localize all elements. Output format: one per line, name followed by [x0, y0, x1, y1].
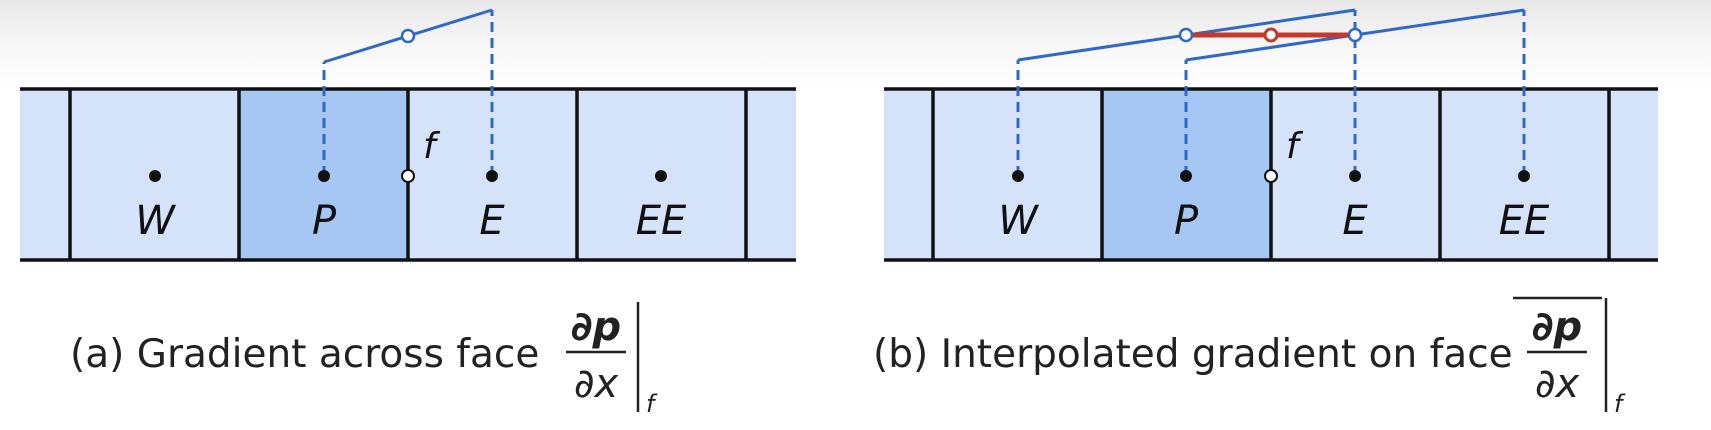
panel-b-gradient-marker-e: [1347, 27, 1363, 43]
math-b-subscript: f: [1614, 390, 1626, 418]
math-a-numerator: ∂p: [571, 304, 621, 350]
panel-a-midpoint-marker: [400, 28, 416, 44]
face-marker: [401, 169, 415, 183]
math-a-denominator: ∂x: [574, 361, 619, 407]
cell-label-w: W: [135, 198, 176, 244]
panel-a-profile: [322, 8, 494, 176]
panel-b-labels: W P E EE f: [998, 126, 1550, 244]
panel-a-cell-left-partial: [20, 88, 70, 260]
panel-b-interpolated-marker: [1263, 27, 1279, 43]
node-dot-w: [149, 170, 161, 182]
panel-b-profile: [1016, 8, 1526, 176]
cell-label-e: E: [1342, 198, 1368, 244]
panel-b-gradient-marker-p: [1178, 27, 1194, 43]
panel-b-cell-right-partial: [1609, 88, 1658, 260]
math-b-denominator: ∂x: [1535, 361, 1580, 407]
caption-a: (a) Gradient across face: [70, 332, 539, 377]
node-dot-w: [1012, 170, 1024, 182]
node-dot-e: [1349, 170, 1361, 182]
node-dot-e: [486, 170, 498, 182]
caption-b: (b) Interpolated gradient on face: [873, 332, 1513, 377]
panel-b-cell-left-partial: [884, 88, 933, 260]
panel-a: W P E EE f (a) Gradient across face ∂p ∂…: [20, 8, 796, 418]
panel-a-labels: W P E EE f: [135, 126, 687, 244]
cell-label-w: W: [998, 198, 1039, 244]
cell-label-p: P: [312, 198, 337, 244]
panel-b-caption: (b) Interpolated gradient on face ∂p ∂x …: [873, 296, 1626, 418]
panel-a-cell-right-partial: [746, 88, 796, 260]
math-b-numerator: ∂p: [1532, 304, 1582, 350]
math-a-subscript: f: [646, 390, 658, 418]
face-marker: [1264, 169, 1278, 183]
node-dot-ee: [655, 170, 667, 182]
cell-label-e: E: [479, 198, 505, 244]
node-dot-p: [1180, 170, 1192, 182]
cell-label-ee: EE: [636, 198, 687, 244]
cell-label-p: P: [1174, 198, 1199, 244]
panel-b: W P E EE f (b) Interpolated gradient on …: [873, 8, 1658, 418]
panel-b-nodes: [1012, 169, 1530, 183]
panel-a-caption: (a) Gradient across face ∂p ∂x f: [70, 302, 658, 418]
node-dot-ee: [1518, 170, 1530, 182]
cell-label-ee: EE: [1499, 198, 1550, 244]
node-dot-p: [318, 170, 330, 182]
panel-a-nodes: [149, 169, 667, 183]
